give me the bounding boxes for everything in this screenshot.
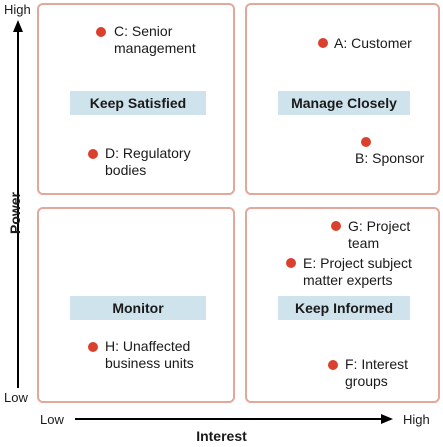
stakeholder-c-dot	[96, 27, 106, 37]
stakeholder-a-dot	[318, 38, 328, 48]
y-axis-arrow	[13, 20, 23, 388]
stakeholder-h-label: H: Unaffected business units	[105, 338, 194, 371]
x-axis-arrow	[75, 414, 393, 424]
stakeholder-a-label: A: Customer	[334, 35, 412, 51]
label-monitor: Monitor	[70, 296, 206, 320]
stakeholder-b-dot	[361, 137, 371, 147]
x-axis-title: Interest	[196, 428, 247, 444]
stakeholder-g-dot	[331, 221, 341, 231]
stakeholder-d-label: D: Regulatory bodies	[105, 145, 191, 178]
stakeholder-c-label: C: Senior management	[114, 23, 196, 56]
x-axis-high-label: High	[403, 412, 430, 427]
x-axis-low-label: Low	[40, 412, 64, 427]
y-axis-high-label: High	[4, 2, 31, 17]
stakeholder-e-label: E: Project subject matter experts	[303, 255, 412, 288]
y-axis-low-label: Low	[4, 390, 28, 405]
label-keep-informed: Keep Informed	[278, 296, 410, 320]
stakeholder-b-label: B: Sponsor	[355, 150, 425, 166]
stakeholder-d-dot	[88, 149, 98, 159]
stakeholder-h-dot	[88, 342, 98, 352]
label-keep-satisfied: Keep Satisfied	[70, 91, 206, 115]
label-manage-closely: Manage Closely	[278, 91, 410, 115]
stakeholder-f-label: F: Interest groups	[345, 356, 409, 389]
stakeholder-e-dot	[286, 258, 296, 268]
stakeholder-f-dot	[328, 360, 338, 370]
stakeholder-g-label: G: Project team	[348, 218, 411, 251]
y-axis-title: Power	[7, 192, 23, 235]
